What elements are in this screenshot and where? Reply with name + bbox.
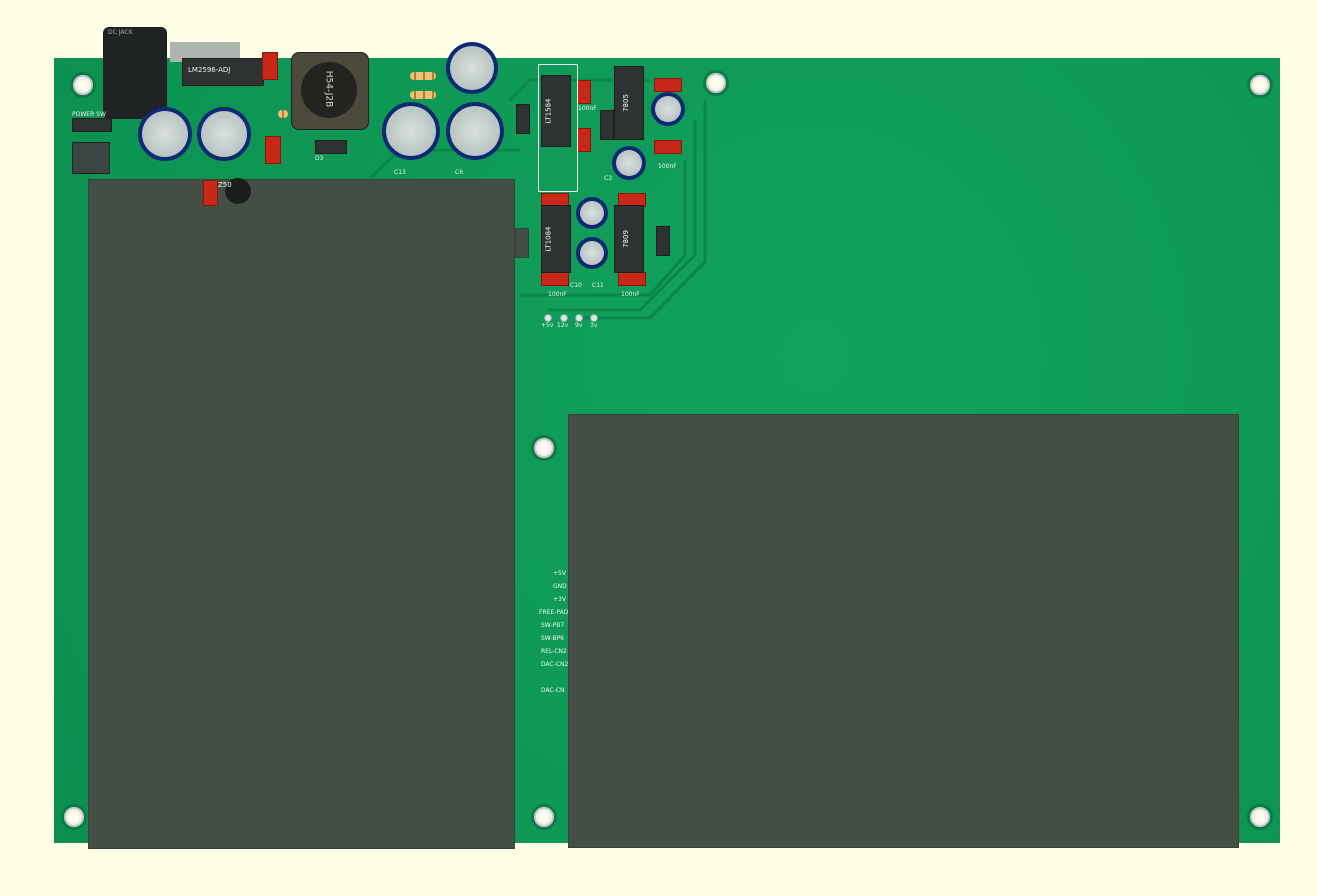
test-pad <box>575 314 583 322</box>
c11-label: C11 <box>592 282 604 289</box>
lt1584-label: LT1584 <box>544 98 553 124</box>
connector-label: SW-PB7 <box>541 622 565 629</box>
resistor <box>278 110 288 118</box>
electrolytic-capacitor <box>576 237 608 269</box>
mounting-hole <box>70 72 96 98</box>
smd-capacitor <box>265 136 281 164</box>
regulator-heatsink-tab <box>170 42 240 62</box>
power-switch <box>72 118 112 132</box>
c3-label: C3 <box>604 175 613 182</box>
cap-value-label: 100nF <box>621 291 640 298</box>
regulator-outline <box>538 64 578 192</box>
c10-label: C10 <box>570 282 582 289</box>
electrolytic-capacitor <box>612 146 646 180</box>
7809-regulator <box>614 205 644 273</box>
cap-value-label: 100nF <box>578 105 597 112</box>
cap-value-label: 100nF <box>548 291 567 298</box>
connector-label: DAC-CN2 <box>541 661 569 668</box>
module-connector-tab <box>515 228 529 258</box>
electrolytic-capacitor <box>197 107 251 161</box>
connector-label: REL-CN2 <box>541 648 567 655</box>
electrolytic-capacitor <box>382 102 440 160</box>
mounting-hole <box>1247 72 1273 98</box>
inductor-coil <box>301 62 357 118</box>
test-pad <box>590 314 598 322</box>
connector-label: +5V <box>553 570 566 577</box>
mounting-hole <box>531 804 557 830</box>
connector-label: SW-BP6 <box>541 635 565 642</box>
test-pad <box>560 314 568 322</box>
connector-label: +3V <box>553 596 566 603</box>
mounting-hole <box>1247 804 1273 830</box>
7805-regulator <box>614 66 644 140</box>
power-switch-label: POWER SW <box>72 111 106 118</box>
rail-label: 9v <box>575 322 583 329</box>
diode <box>600 110 614 140</box>
electrolytic-capacitor <box>446 102 504 160</box>
diode <box>656 226 670 256</box>
c6-label: C6 <box>455 169 464 176</box>
dc-jack <box>103 27 167 119</box>
smd-capacitor <box>618 272 646 286</box>
electrolytic-capacitor <box>651 92 685 126</box>
smd-capacitor <box>541 272 569 286</box>
inductor-label: H54-J2B <box>323 70 334 108</box>
c13-label: C13 <box>394 169 406 176</box>
dc-jack-label: DC JACK <box>108 29 133 36</box>
jumper-block <box>72 142 110 174</box>
resistor <box>410 91 436 99</box>
smd-capacitor <box>577 128 591 152</box>
rail-label: 12v <box>557 322 569 329</box>
7805-label: 7805 <box>621 94 630 112</box>
rail-label: +5v <box>541 322 554 329</box>
diode <box>516 104 530 134</box>
test-pad <box>544 314 552 322</box>
smd-capacitor <box>203 180 218 206</box>
left-module-board <box>88 179 515 849</box>
lm2596-regulator <box>182 58 264 86</box>
lt1584-regulator <box>541 75 571 147</box>
resistor <box>410 72 436 80</box>
electrolytic-capacitor <box>446 42 498 94</box>
transistor-to92 <box>225 178 251 204</box>
smd-capacitor <box>577 80 591 104</box>
connector-label: DAC-CN <box>541 687 565 694</box>
connector-label: FREE-PAD <box>539 609 569 616</box>
connector-label: GND <box>553 583 567 590</box>
mounting-hole <box>61 804 87 830</box>
d3-label: D3 <box>315 155 324 162</box>
mounting-hole <box>531 435 557 461</box>
diode-d3 <box>315 140 347 154</box>
rail-label: 3v <box>590 322 598 329</box>
smd-capacitor <box>262 52 278 80</box>
electrolytic-capacitor <box>138 107 192 161</box>
lt1084-label: LT1084 <box>544 226 553 252</box>
cap-value-label: 100nF <box>658 163 677 170</box>
7809-label: 7809 <box>621 230 630 248</box>
lt1084-regulator <box>541 205 571 273</box>
zener-label: Z50 <box>218 181 232 189</box>
mounting-hole <box>703 70 729 96</box>
right-module-board <box>568 414 1239 848</box>
smd-capacitor <box>654 140 682 154</box>
lm2596-label: LM2596-ADJ <box>188 66 231 74</box>
smd-capacitor <box>654 78 682 92</box>
electrolytic-capacitor <box>576 197 608 229</box>
